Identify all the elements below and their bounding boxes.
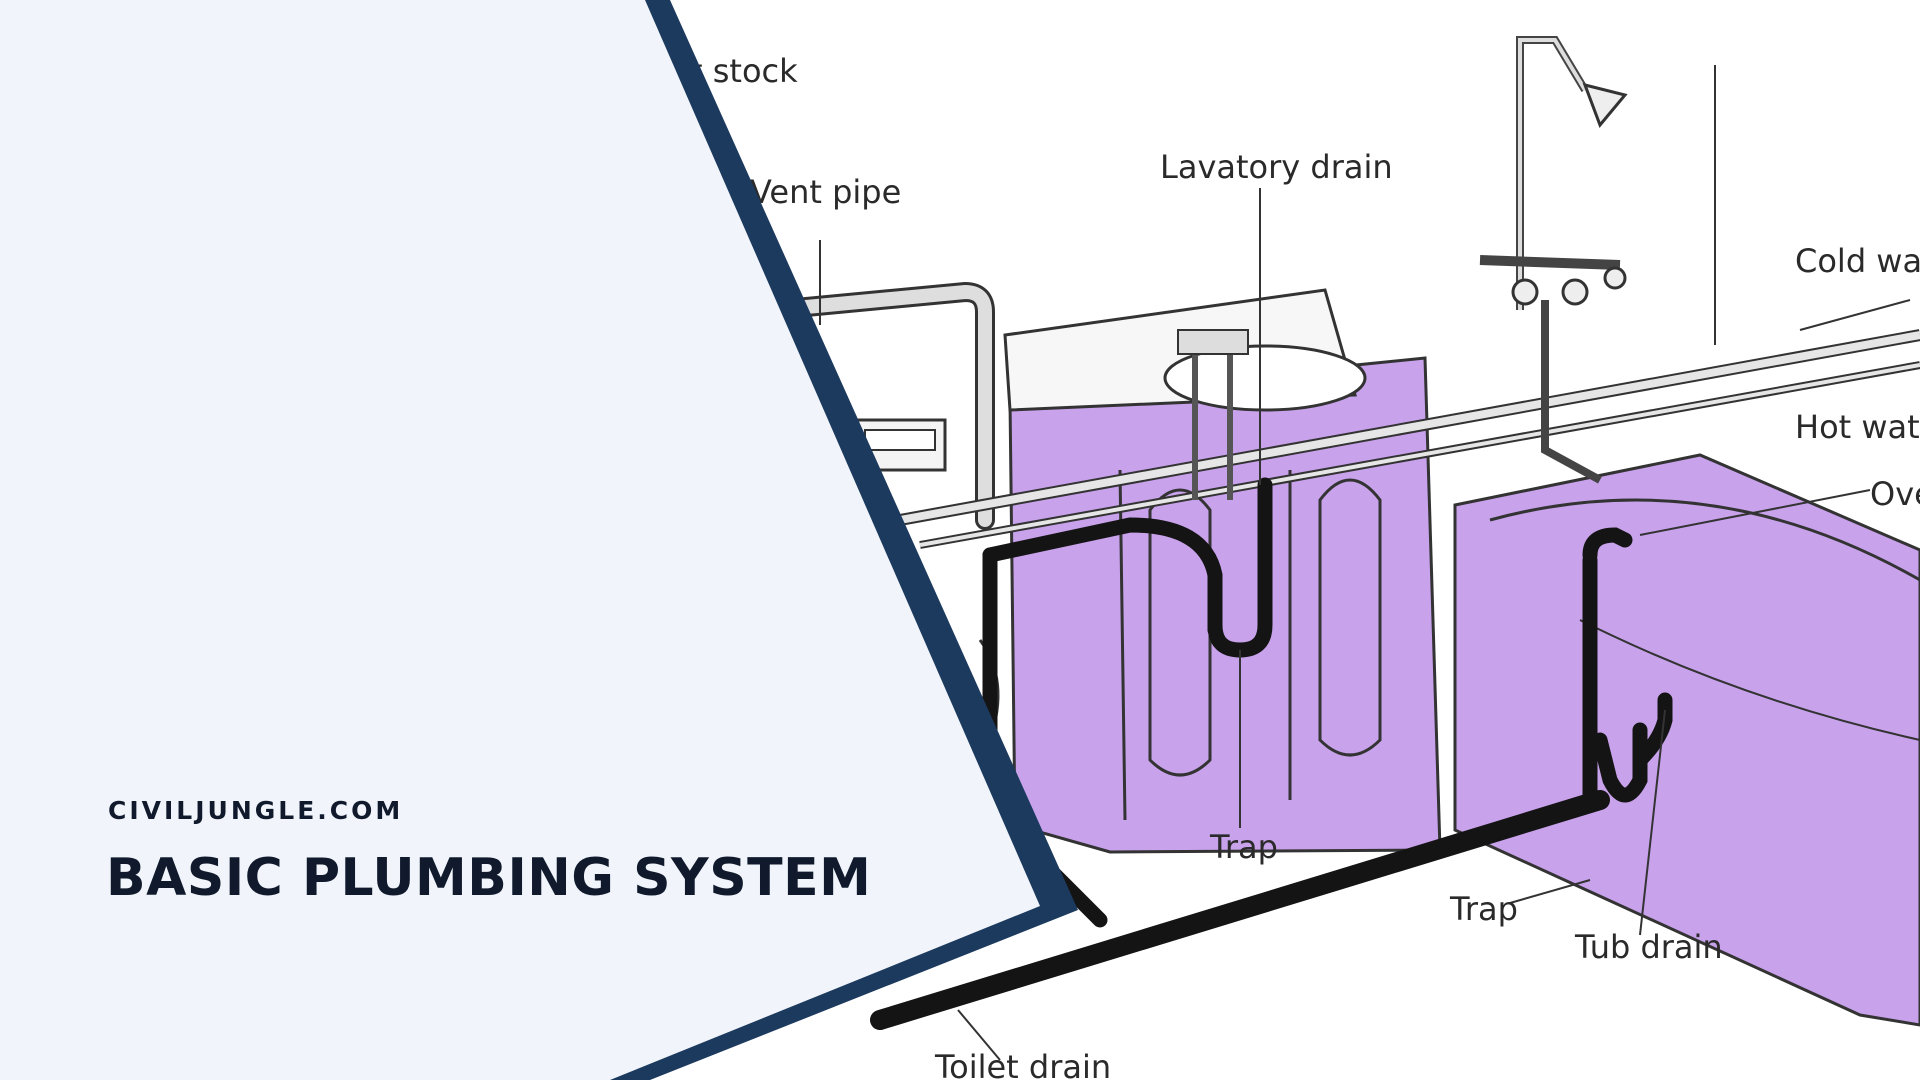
vanity-cabinet [1003, 288, 1442, 854]
diagram-labels: t stock Vent pipe Lavatory drain Cold wa… [690, 52, 1920, 1080]
label-overflow: Ove [1870, 475, 1920, 513]
label-lavatory-drain: Lavatory drain [1160, 148, 1393, 186]
page-title: BASIC PLUMBING SYSTEM [106, 848, 872, 908]
label-stack: t stock [690, 52, 798, 90]
bathtub [1453, 453, 1920, 1027]
label-trap-lavatory: Trap [1209, 828, 1278, 866]
label-hot-water: Hot wate [1795, 408, 1920, 446]
label-tub-drain: Tub drain [1574, 928, 1723, 966]
site-brand: CIVILJUNGLE.COM [108, 796, 404, 825]
label-trap-tub: Trap [1449, 890, 1518, 928]
label-toilet-drain: Toilet drain [934, 1048, 1111, 1080]
label-vent-pipe: Vent pipe [750, 173, 901, 211]
title-panel [0, 0, 1040, 1080]
leader-lines [819, 188, 1911, 1061]
label-cold-water: Cold wa [1795, 242, 1920, 280]
supply-pipes [680, 36, 1920, 549]
